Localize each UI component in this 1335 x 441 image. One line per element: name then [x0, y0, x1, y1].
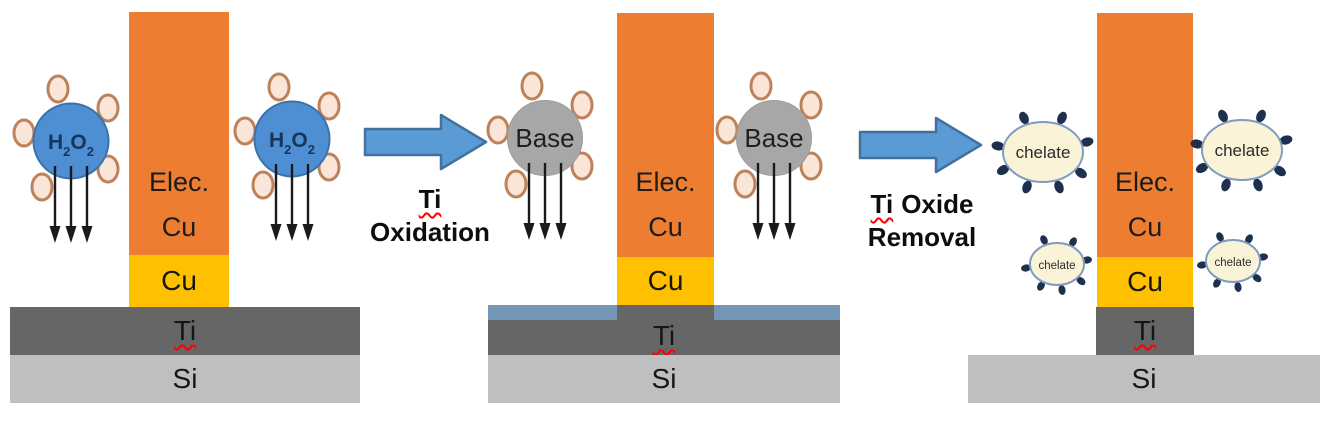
process-step-label: Ti Oxidation: [355, 183, 505, 249]
ligand-icons: [715, 71, 823, 199]
si-label: Si: [1131, 363, 1157, 394]
si-substrate: Si: [10, 355, 360, 403]
pillar-label-line1: Elec.: [635, 167, 696, 197]
pillar-label-line2: Cu: [161, 212, 197, 242]
pillar-label: Elec. Cu: [617, 160, 714, 250]
base-label: Base: [515, 123, 574, 153]
process-arrow-right-icon: [363, 113, 488, 171]
chelate-molecule: chelate: [1190, 109, 1293, 192]
ti-label: Ti: [652, 320, 676, 351]
h2o2-label: H2O2: [269, 129, 315, 157]
base-molecule: Base: [715, 71, 823, 240]
h2o2-molecule: H2O2: [233, 72, 341, 241]
h2o2-label: H2O2: [48, 131, 94, 159]
cu-seed-label: Cu: [161, 265, 197, 296]
chelate-label: chelate: [1038, 260, 1075, 272]
h2o2-molecule: H2O2: [12, 74, 120, 243]
pillar-label-line2: Cu: [648, 212, 683, 242]
cu-seed-layer: Cu: [129, 255, 229, 307]
chelate-body-icon: [1002, 121, 1084, 183]
chelate-dot-icons: [991, 111, 1094, 194]
chelate-body-icon: [1029, 242, 1085, 286]
base-molecule: Base: [486, 71, 594, 240]
si-substrate: Si: [488, 355, 840, 403]
pillar-label: Elec. Cu: [129, 160, 229, 250]
ti-layer: Ti: [1096, 307, 1194, 355]
si-substrate: Si: [968, 355, 1320, 403]
ligand-icons: [486, 71, 594, 199]
chelate-body-icon: [1205, 239, 1261, 283]
si-label: Si: [172, 363, 198, 394]
process-step-word-rest: Oxide: [901, 189, 974, 219]
chelate-molecule-small: chelate: [1021, 235, 1092, 295]
chelate-molecule: chelate: [991, 111, 1094, 194]
chelate-label: chelate: [1016, 143, 1071, 162]
chelate-label: chelate: [1214, 257, 1251, 269]
cu-seed-label: Cu: [647, 265, 684, 296]
base-label: Base: [744, 123, 803, 153]
chelate-molecule-small: chelate: [1197, 232, 1268, 292]
hydration-ligand-icons: [12, 74, 120, 202]
cu-seed-label: Cu: [1127, 266, 1163, 297]
process-step-word: Ti: [870, 189, 894, 219]
chelate-label: chelate: [1215, 141, 1270, 160]
process-arrow-right-icon: [858, 116, 983, 174]
attack-arrows-down-icon: [752, 163, 796, 240]
elec-cu-pillar: Elec. Cu: [129, 12, 229, 255]
attack-arrows-down-icon: [523, 163, 567, 240]
process-step-line2: Oxidation: [370, 217, 490, 247]
pillar-label-line2: Cu: [1127, 212, 1163, 242]
ti-label: Ti: [1133, 315, 1157, 346]
elec-cu-pillar: Elec. Cu: [1097, 13, 1193, 257]
ti-layer: Ti: [10, 307, 360, 355]
attack-arrows-down-icon: [270, 164, 314, 241]
si-label: Si: [651, 363, 677, 394]
ti-oxide-layer-right: [714, 305, 840, 320]
ti-label: Ti: [173, 315, 197, 346]
process-step-line2: Removal: [867, 222, 977, 252]
elec-cu-pillar: Elec. Cu: [617, 13, 714, 257]
chelate-body-icon: [1201, 119, 1283, 181]
hydration-ligand-icons: [233, 72, 341, 200]
ti-oxide-layer-left: [488, 305, 617, 320]
process-step-word: Ti: [418, 184, 442, 214]
attack-arrows-down-icon: [49, 166, 93, 243]
chelate-dot-icons: [1190, 109, 1293, 192]
pillar-label-line1: Elec.: [148, 167, 210, 197]
pillar-label-line1: Elec.: [1114, 167, 1176, 197]
cu-seed-layer: Cu: [617, 257, 714, 305]
pillar-label: Elec. Cu: [1097, 160, 1193, 250]
cu-seed-layer: Cu: [1097, 257, 1193, 307]
